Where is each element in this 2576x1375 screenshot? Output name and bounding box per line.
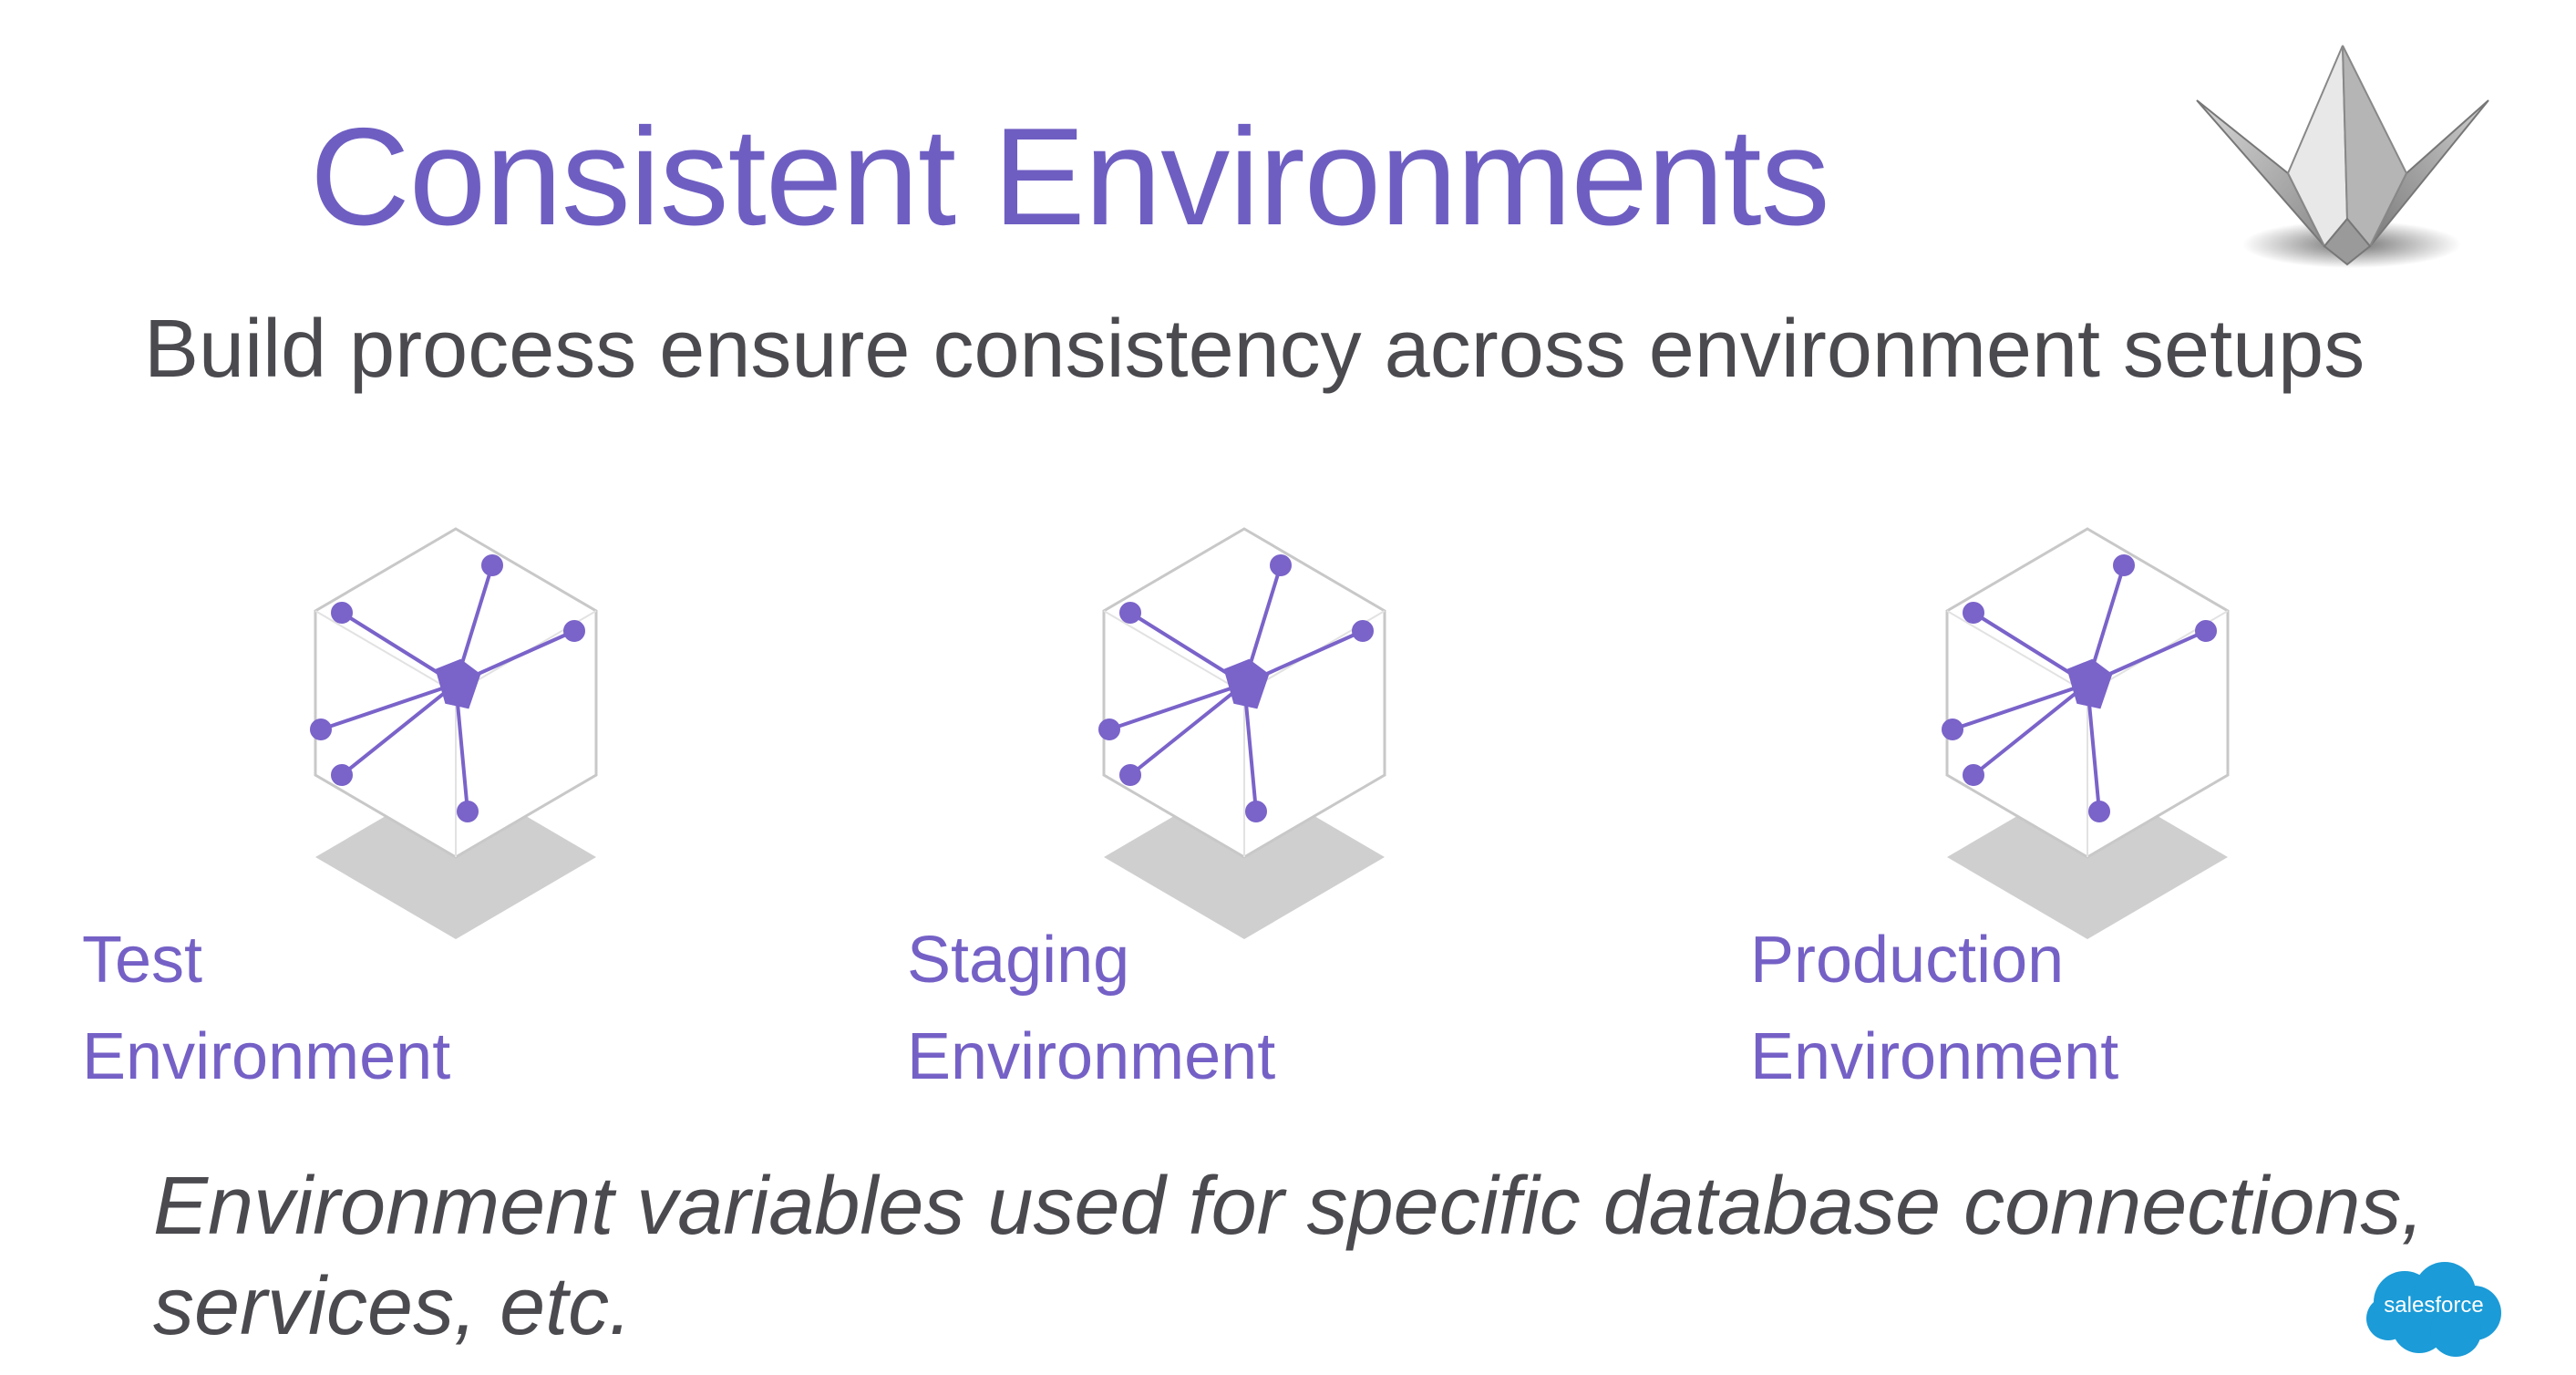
- env-label: Test Environment: [82, 912, 450, 1105]
- env-label-line1: Test: [82, 924, 203, 997]
- env-label-line1: Staging: [907, 924, 1130, 997]
- slide-subtitle: Build process ensure consistency across …: [144, 304, 2365, 395]
- env-test: Test Environment: [82, 511, 598, 1112]
- footnote-line1: Environment variables used for specific …: [153, 1161, 2425, 1252]
- footnote-line2: services, etc.: [153, 1261, 633, 1352]
- network-cube-icon: [310, 527, 598, 939]
- origami-crane-logo: [2196, 45, 2489, 268]
- env-label-line2: Environment: [82, 1020, 451, 1093]
- salesforce-logo-text: salesforce: [2384, 1293, 2484, 1318]
- salesforce-logo: salesforce: [2361, 1258, 2507, 1360]
- network-cube-icon: [1098, 527, 1386, 939]
- env-label-line2: Environment: [1750, 1020, 2119, 1093]
- env-staging: Staging Environment: [907, 511, 1417, 1112]
- footnote: Environment variables used for specific …: [153, 1156, 2468, 1357]
- env-label: Staging Environment: [907, 912, 1275, 1105]
- network-cube-icon: [1942, 527, 2230, 939]
- env-label-line2: Environment: [907, 1020, 1276, 1093]
- slide-title: Consistent Environments: [310, 99, 1830, 254]
- env-label-line1: Production: [1750, 924, 2065, 997]
- cloud-icon: [2366, 1262, 2501, 1357]
- env-label: Production Environment: [1750, 912, 2118, 1105]
- env-production: Production Environment: [1750, 511, 2261, 1112]
